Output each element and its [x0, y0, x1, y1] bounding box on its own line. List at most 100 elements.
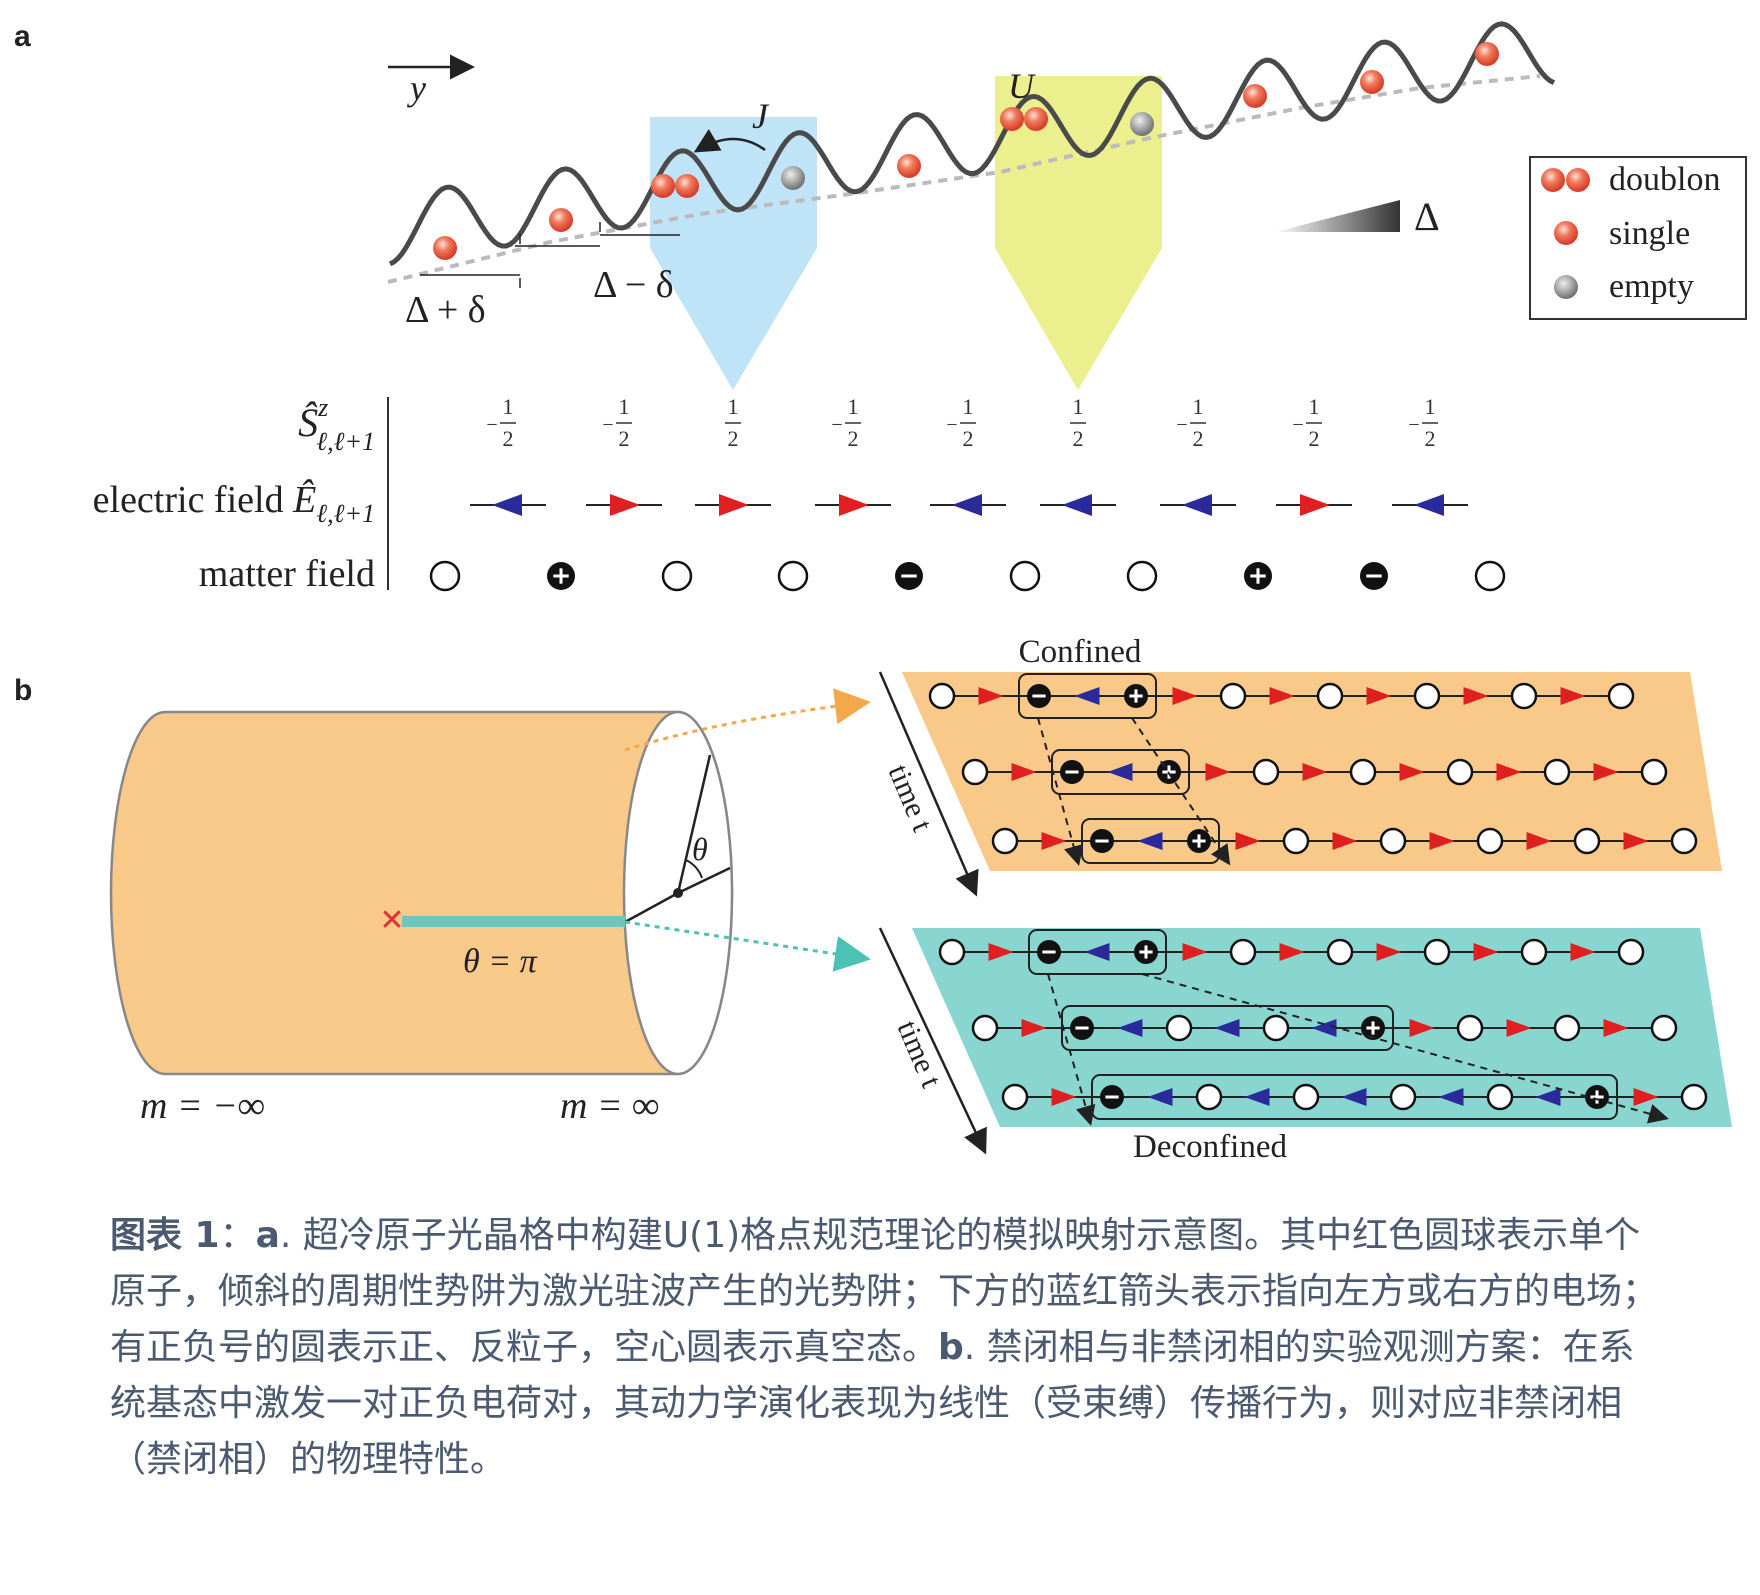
right-arrow-head: [1603, 1019, 1629, 1037]
left-arrow-head: [1214, 1019, 1240, 1037]
right-arrow-head: [1300, 494, 1330, 516]
vacuum-site: [928, 682, 956, 710]
vacuum-site: [1229, 938, 1257, 966]
right-arrow-head: [978, 687, 1004, 705]
field-arrow-right: [1276, 494, 1352, 516]
pair-box: [1061, 1005, 1394, 1051]
right-arrow-head: [1182, 943, 1208, 961]
fraction-numerator: 1: [848, 394, 859, 419]
vacuum-site: [1413, 682, 1441, 710]
right-arrow-head: [1496, 763, 1522, 781]
doublon-atom: [1000, 107, 1024, 131]
vacuum-site: [1670, 827, 1698, 855]
left-arrow-head: [492, 494, 522, 516]
right-arrow-head: [1041, 832, 1067, 850]
legend: doublon single empty: [1529, 156, 1747, 320]
left-arrow-head: [1535, 1088, 1561, 1106]
vacuum-site: [1510, 682, 1538, 710]
doublon-atom: [1024, 107, 1048, 131]
fraction-denominator: 2: [963, 426, 974, 451]
fraction-sign: −: [831, 414, 842, 436]
fraction-numerator: 1: [619, 394, 630, 419]
right-arrow-head: [1051, 1088, 1077, 1106]
yellow-laser-beam: [995, 76, 1162, 390]
vacuum-site: [1486, 1083, 1514, 1111]
left-arrow-head: [1137, 832, 1163, 850]
fraction-sign: −: [486, 414, 497, 436]
doublon-atom: [675, 174, 699, 198]
left-arrow-head: [1062, 494, 1092, 516]
theta-arc: [685, 859, 703, 879]
vacuum-site: [1520, 938, 1548, 966]
spin-fraction: −12: [602, 394, 632, 451]
field-arrow-left: [930, 494, 1006, 516]
right-arrow-head: [1429, 832, 1455, 850]
spin-fraction: −12: [1292, 394, 1322, 451]
confined-chains: [928, 673, 1698, 866]
tilt-label: Δ: [1414, 194, 1440, 239]
pair-box: [1081, 818, 1220, 864]
vacuum-site: [1316, 682, 1344, 710]
pointer-to-confined: [624, 688, 871, 752]
blue-laser-beam: [650, 117, 817, 390]
left-arrow-head: [1182, 494, 1212, 516]
fraction-numerator: 1: [963, 394, 974, 419]
field-arrow-right: [586, 494, 662, 516]
time-label-confined: time t: [882, 760, 940, 837]
fraction-numerator: 1: [503, 394, 514, 419]
fraction-denominator: 2: [1309, 426, 1320, 451]
vacuum-site: [1195, 1083, 1223, 1111]
fraction-denominator: 2: [728, 426, 739, 451]
vacuum-site: [1640, 758, 1668, 786]
empty-site: [781, 166, 805, 190]
spin-fraction: −12: [1408, 394, 1438, 451]
single-atom: [433, 236, 457, 260]
right-arrow-head: [1633, 1088, 1659, 1106]
left-arrow-head: [1414, 494, 1444, 516]
efield-row-label: electric field Êℓ,ℓ+1: [93, 479, 375, 528]
cylinder-center: [673, 888, 683, 898]
theta-radius: [624, 891, 679, 924]
vacuum-site: [1553, 1014, 1581, 1042]
m-right-label: m = ∞: [560, 1085, 659, 1127]
caption-a-text: . 超冷原子光晶格中构建U(1)格点规范理论的模拟映射示意图。其中红色圆球表示单…: [110, 1215, 1659, 1368]
vacuum-site: [661, 560, 693, 592]
vacuum-site: [1680, 1083, 1708, 1111]
fraction-numerator: 1: [1425, 394, 1436, 419]
pair-box: [1018, 673, 1157, 719]
single-atom: [1243, 84, 1267, 108]
caption-b-text: . 禁闭相与非禁闭相的实验观测方案：在系统基态中激发一对正负电荷对，其动力学演化…: [110, 1327, 1635, 1480]
gap-right-label: Δ − δ: [593, 264, 674, 306]
vacuum-site: [1009, 560, 1041, 592]
doublon-legend-icon: [1541, 168, 1565, 192]
vacuum-site: [1282, 827, 1310, 855]
right-arrow-head: [1366, 687, 1392, 705]
vacuum-site: [1219, 682, 1247, 710]
gap-left-label: Δ + δ: [405, 289, 486, 331]
empty-site: [1130, 112, 1154, 136]
time-arrow-confined: [878, 671, 979, 897]
field-arrow-right: [815, 494, 891, 516]
vacuum-site: [938, 938, 966, 966]
right-arrow-head: [1269, 687, 1295, 705]
vacuum-site: [1379, 827, 1407, 855]
pair-box: [1091, 1074, 1618, 1120]
figure-panels: a y Δ + δ Δ − δ J U Δ doublon single: [14, 20, 1747, 1165]
confined-title: Confined: [1019, 634, 1142, 670]
vacuum-site: [1446, 758, 1474, 786]
single-atom: [1360, 70, 1384, 94]
left-arrow-head: [1107, 763, 1133, 781]
single-atom: [897, 154, 921, 178]
hopping-arrow: [693, 129, 766, 153]
right-arrow-head: [1332, 832, 1358, 850]
deconfined-title: Deconfined: [1133, 1129, 1287, 1165]
fraction-sign: −: [1176, 414, 1187, 436]
theta-pi-label: θ = π: [463, 943, 538, 980]
single-legend-icon: [1554, 221, 1578, 245]
spin-fraction: −12: [946, 394, 976, 451]
vacuum-site: [971, 1014, 999, 1042]
fraction-sign: −: [1292, 414, 1303, 436]
interaction-label: U: [1008, 66, 1036, 106]
